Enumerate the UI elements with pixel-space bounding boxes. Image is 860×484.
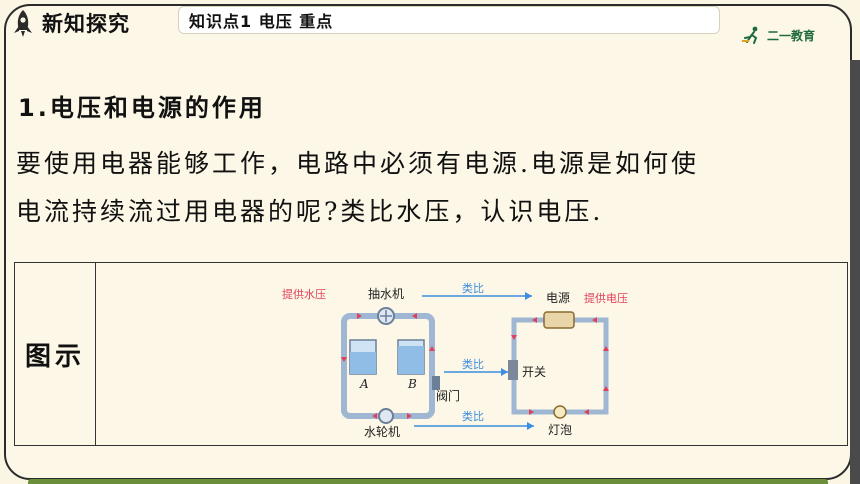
- brand-text: 二一教育: [767, 28, 816, 43]
- valve-label: 阀门: [436, 388, 460, 403]
- section-label: 新知探究: [42, 12, 130, 36]
- lamp-icon: [553, 405, 567, 419]
- table-divider: [95, 263, 96, 445]
- paragraph-line-2: 电流持续流过用电器的呢?类比水压，认识电压.: [16, 197, 604, 226]
- tank-b-label: B: [407, 377, 417, 391]
- turbine-label: 水轮机: [364, 425, 400, 439]
- paragraph-line-1: 要使用电器能够工作，电路中必须有电源.电源是如何使: [16, 149, 699, 178]
- section-title: 1.电压和电源的作用: [18, 94, 266, 122]
- water-circuit-analogy-diagram: 提供水压 抽水机 A B 阀门 水轮机 类比 类比 类比 电源 提供电压 开关 …: [282, 281, 628, 439]
- topic-bar: 知识点1 电压 重点: [178, 6, 720, 34]
- lamp-label: 灯泡: [548, 423, 572, 437]
- runner-icon: [742, 26, 758, 44]
- voltage-label: 提供电压: [584, 291, 628, 305]
- water-pressure-label: 提供水压: [282, 287, 326, 301]
- side-bar: [850, 60, 860, 484]
- analogy-label-3: 类比: [462, 409, 484, 423]
- analogy-label-1: 类比: [462, 281, 484, 295]
- bottom-strip: [28, 479, 828, 484]
- rocket-icon: [14, 10, 32, 37]
- switch-icon: [508, 360, 518, 380]
- tank-a-label: A: [359, 377, 369, 391]
- valve-icon: [432, 376, 440, 390]
- section-header: 新知探究: [10, 6, 174, 40]
- brand-logo: 二一教育: [740, 24, 830, 46]
- turbine-icon: [378, 408, 394, 424]
- intro-paragraph: 要使用电器能够工作，电路中必须有电源.电源是如何使 电流持续流过用电器的呢?类比…: [16, 140, 846, 236]
- table-row-label: 图示: [24, 341, 85, 372]
- battery-icon: [543, 311, 575, 329]
- source-label: 电源: [546, 291, 570, 305]
- switch-label: 开关: [522, 365, 546, 379]
- analogy-label-2: 类比: [462, 357, 484, 371]
- topic-text: 知识点1 电压 重点: [189, 12, 334, 31]
- pump-label: 抽水机: [368, 287, 404, 301]
